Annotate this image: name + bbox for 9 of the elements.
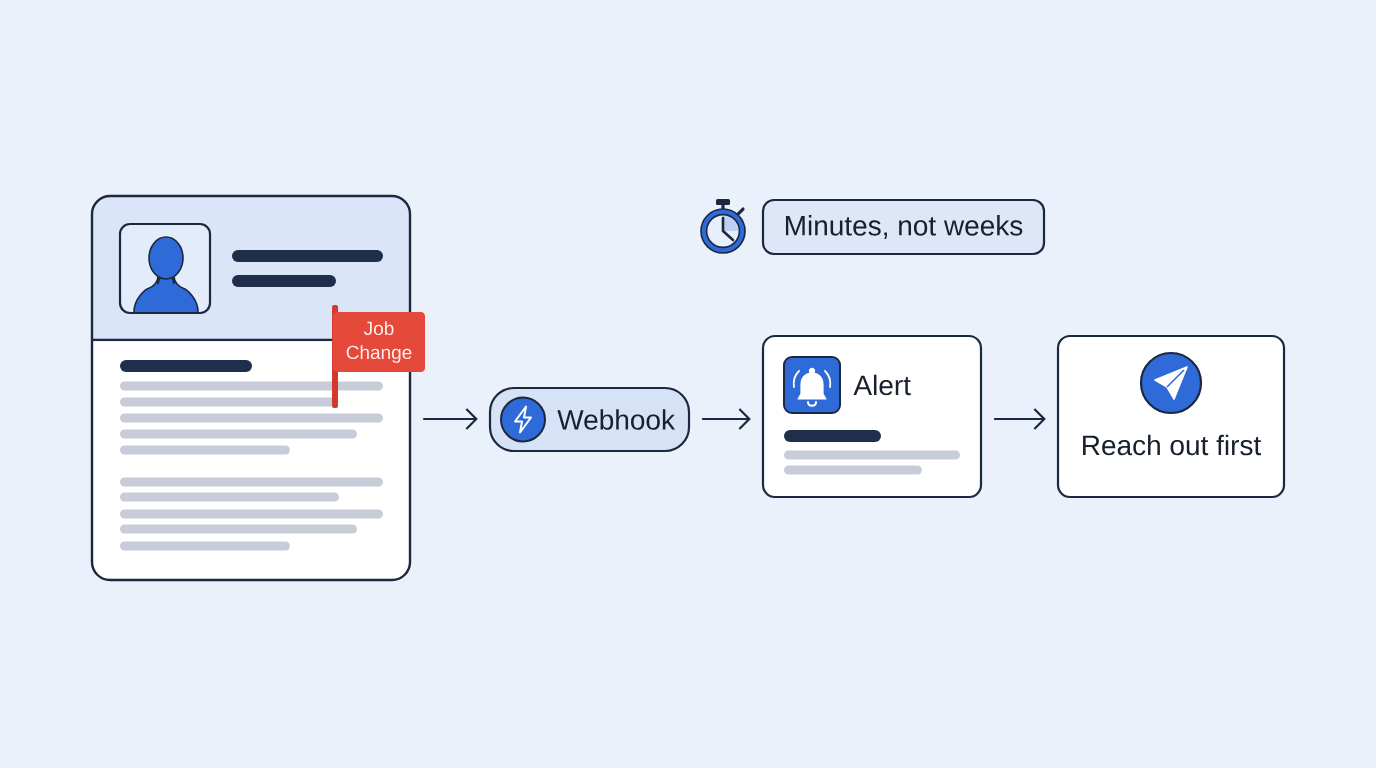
card: Reach out first bbox=[1056, 334, 1286, 499]
card: Alert bbox=[761, 334, 983, 499]
arrow bbox=[994, 408, 1046, 430]
arrow bbox=[423, 408, 478, 430]
pill-box: Webhook bbox=[488, 386, 691, 453]
flag: Job Change bbox=[332, 305, 425, 408]
arrow bbox=[702, 408, 751, 430]
rounded-box: Minutes, not weeks bbox=[761, 198, 1046, 256]
profile-card bbox=[90, 194, 412, 582]
